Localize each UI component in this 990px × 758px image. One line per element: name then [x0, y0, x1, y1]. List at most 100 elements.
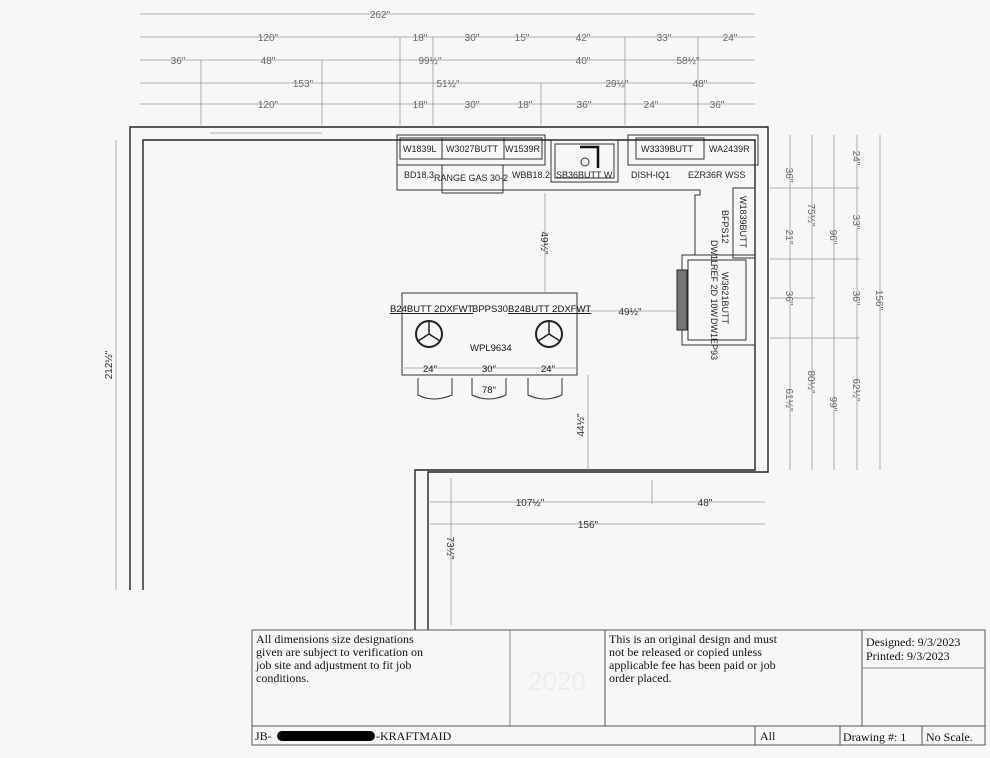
disclaimer-line: All dimensions size designations: [256, 632, 414, 646]
copyright-line: order placed.: [609, 671, 672, 685]
dim: 36": [171, 56, 186, 67]
dim: 75½": [805, 203, 816, 226]
dim: 30": [465, 100, 480, 111]
dim: 51½": [436, 79, 459, 90]
cabinet-label: BD18.3: [404, 170, 434, 180]
dim: 107½": [516, 498, 545, 509]
cabinet-label: REF 2D 10W: [709, 264, 719, 318]
cabinet-label: W1839BUTT: [738, 196, 748, 249]
dim: 120": [258, 100, 279, 111]
right-dimensions: 36" 21" 36" 61½" 75½" 80½" 96" 99" 24" 3…: [783, 151, 884, 412]
title-block: All dimensions size designations given a…: [251, 629, 986, 746]
dim: 36": [577, 100, 592, 111]
right-dimension-lines: [770, 135, 881, 470]
dim: 30": [482, 364, 496, 375]
dim: 96": [827, 230, 838, 245]
cabinet-label: RANGE GAS 30-2: [434, 173, 508, 183]
disclaimer-line: conditions.: [256, 671, 309, 685]
logo-2020: 2020: [528, 666, 586, 696]
dim: 58½": [676, 56, 699, 67]
dim: 24": [850, 151, 861, 166]
right-wall-cabinets: W1839BUTT BFPS12 DW1L REF 2D 10W DW1EP93…: [396, 165, 756, 360]
dim: 18": [518, 100, 533, 111]
cabinet-label: W1839L: [403, 144, 437, 154]
burner-icon: [535, 320, 563, 348]
back-wall-cabinets: W1839L W3027BUTT W1539R W3339BUTT WA2439…: [396, 134, 759, 194]
cabinet-label: SB36BUTT W: [556, 170, 613, 180]
printed-date: Printed: 9/3/2023: [866, 649, 950, 663]
job-suffix: -KRAFTMAID: [376, 729, 452, 743]
dim: 78": [482, 385, 496, 396]
dim: 49½": [618, 307, 641, 318]
dim: 33": [850, 215, 861, 230]
view-label: All: [760, 729, 776, 743]
dim: 29½": [605, 79, 628, 90]
dim: 30": [465, 33, 480, 44]
disclaimer-line: given are subject to verification on: [256, 645, 423, 659]
cabinet-label: WBB18.2: [512, 170, 550, 180]
designed-date: Designed: 9/3/2023: [866, 635, 960, 649]
drawing-number: Drawing #: 1: [843, 730, 906, 744]
dim: 18": [413, 33, 428, 44]
job-prefix: JB-: [255, 729, 272, 743]
cabinet-label: DW1L: [709, 240, 719, 265]
dim: 33": [657, 33, 672, 44]
dim: 73½": [444, 536, 455, 559]
dim: 36": [783, 168, 794, 183]
top-dimensions: 262" 120" 18" 30" 15" 42" 33" 24" 36" 48…: [171, 10, 738, 111]
dim: 48": [693, 79, 708, 90]
cabinet-label: W1539R: [505, 144, 541, 154]
cabinet-label: W3621BUTT: [720, 272, 730, 325]
dim: 156": [873, 290, 884, 311]
dim: 40": [576, 56, 591, 67]
dim: 62½": [850, 378, 861, 401]
dim: 61½": [783, 388, 794, 411]
island: B24BUTT 2DXFWT BPPS30 B24BUTT 2DXFWT WPL…: [390, 193, 677, 470]
other-dimensions: 212½" 49½" 49½" 44½" 107½" 48" 156" 73½": [104, 140, 765, 625]
cabinet-label: W3339BUTT: [641, 144, 694, 154]
dim: 80½": [805, 370, 816, 393]
dim: 48": [698, 498, 713, 509]
copyright-line: not be released or copied unless: [609, 645, 762, 659]
dim: 36": [710, 100, 725, 111]
island-name: WPL9634: [470, 343, 512, 354]
cabinet-label: DW1EP93: [709, 318, 719, 360]
disclaimer-line: job site and adjustment to fit job: [255, 658, 411, 672]
top-dimension-lines: [140, 13, 755, 125]
dim: 49½": [538, 231, 549, 254]
dim: 24": [423, 364, 437, 375]
burner-icon: [415, 320, 443, 348]
stool-icon: [471, 378, 507, 400]
dim: 15": [515, 33, 530, 44]
dim: 99": [827, 397, 838, 412]
dim: 42": [576, 33, 591, 44]
dim: 24": [644, 100, 659, 111]
cabinet-label: BFPS12: [720, 210, 730, 244]
dim: 21": [783, 230, 794, 245]
dim: 36": [850, 291, 861, 306]
dim: 99½": [418, 56, 441, 67]
dim: 18": [413, 100, 428, 111]
dim: 24": [541, 364, 555, 375]
dim: 36": [783, 291, 794, 306]
dim: 156": [578, 520, 599, 531]
cabinet-label: WA2439R: [709, 144, 750, 154]
cabinet-label: DISH-IQ1: [631, 170, 670, 180]
copyright-line: This is an original design and must: [609, 632, 778, 646]
cabinet-label: EZR36R WSS: [688, 170, 746, 180]
dim: 153": [293, 79, 314, 90]
dim: 120": [258, 33, 279, 44]
dim-overall: 262": [370, 10, 391, 21]
dim: 24": [723, 33, 738, 44]
stool-icon: [527, 378, 563, 400]
dim: 212½": [104, 350, 115, 379]
redaction-bar: [277, 731, 375, 741]
island-label: B24BUTT 2DXFWT: [508, 304, 591, 315]
stool-icon: [417, 378, 453, 400]
island-label: BPPS30: [472, 304, 508, 315]
dim: 48": [261, 56, 276, 67]
scale-label: No Scale.: [926, 730, 973, 744]
cabinet-label: W3027BUTT: [446, 144, 499, 154]
dim: 44½": [576, 413, 587, 436]
